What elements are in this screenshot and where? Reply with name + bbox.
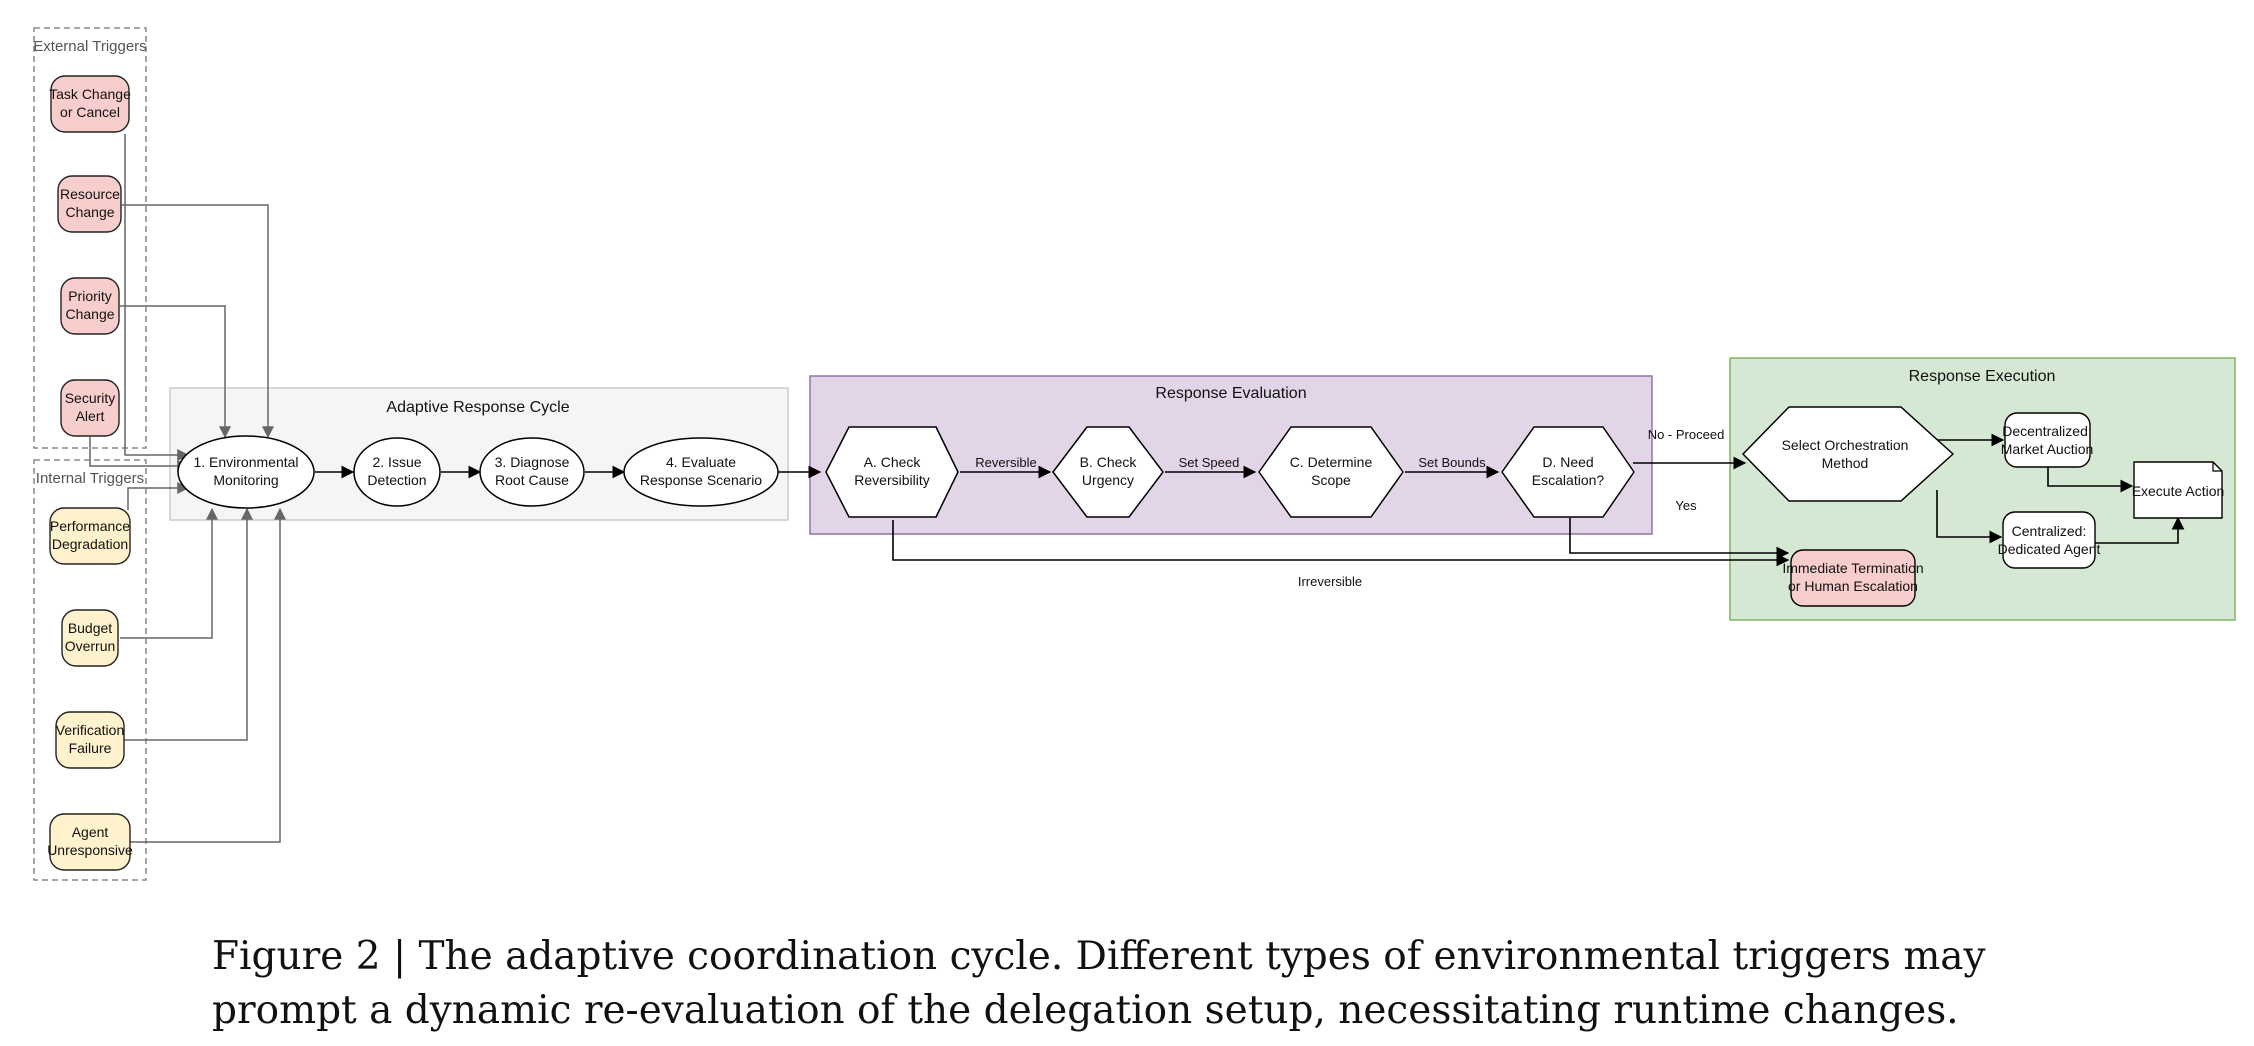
edge-label-irreversible: Irreversible <box>1298 574 1362 589</box>
step-4-line2: Response Scenario <box>640 472 762 488</box>
select-orchestration-line2: Method <box>1822 455 1869 471</box>
step-evaluate-response-scenario: 4. Evaluate Response Scenario <box>623 437 779 507</box>
verification-failure-line1: Verification <box>56 722 124 738</box>
centralized-line1: Centralized: <box>2012 523 2087 539</box>
execute-action-label: Execute Action <box>2132 483 2225 499</box>
step-1-line2: Monitoring <box>213 472 278 488</box>
budget-overrun-line1: Budget <box>68 620 112 636</box>
decentralized-market-auction: Decentralized: Market Auction <box>2001 412 2094 468</box>
agent-unresponsive-trigger: Agent Unresponsive <box>47 813 133 871</box>
priority-change-line1: Priority <box>68 288 112 304</box>
task-change-line2: or Cancel <box>60 104 120 120</box>
external-trigger-nodes: Task Change or Cancel Resource Change Pr… <box>49 75 131 437</box>
step-diagnose-root-cause: 3. Diagnose Root Cause <box>479 437 585 507</box>
budget-overrun-line2: Overrun <box>65 638 116 654</box>
need-escalation-line1: D. Need <box>1542 454 1593 470</box>
priority-change-line2: Change <box>65 306 114 322</box>
resource-change-line1: Resource <box>60 186 120 202</box>
execute-action-node: Execute Action <box>2132 461 2225 519</box>
decentralized-line2: Market Auction <box>2001 441 2094 457</box>
priority-change-trigger: Priority Change <box>60 277 120 335</box>
coordination-cycle-diagram: External Triggers Internal Triggers Adap… <box>33 27 2236 881</box>
check-reversibility-line2: Reversibility <box>854 472 929 488</box>
figure-caption: Figure 2 | The adaptive coordination cyc… <box>212 934 1986 1033</box>
connector-task-change <box>124 134 190 461</box>
step-2-line2: Detection <box>367 472 426 488</box>
verification-failure-line2: Failure <box>69 740 112 756</box>
connector-performance-degradation <box>127 482 190 510</box>
step-4-line1: 4. Evaluate <box>666 454 736 470</box>
need-escalation-decision: D. Need Escalation? <box>1501 426 1635 518</box>
termination-line1: Immediate Termination <box>1782 560 1923 576</box>
determine-scope-line1: C. Determine <box>1290 454 1373 470</box>
determine-scope-line2: Scope <box>1311 472 1351 488</box>
performance-degradation-trigger: Performance Degradation <box>49 507 131 565</box>
edge-centralized-execute <box>2091 516 2185 544</box>
external-triggers-label: External Triggers <box>33 38 146 55</box>
cycle-step-nodes: 1. Environmental Monitoring 2. Issue Det… <box>177 435 779 509</box>
immediate-termination-node: Immediate Termination or Human Escalatio… <box>1782 549 1924 607</box>
connector-priority-change <box>120 305 231 439</box>
decentralized-line1: Decentralized: <box>2002 423 2092 439</box>
connector-verification-failure <box>124 507 253 741</box>
check-urgency-decision: B. Check Urgency <box>1052 426 1164 518</box>
edge-decentralized-execute <box>2047 463 2134 493</box>
edge-label-no-proceed: No - Proceed <box>1648 427 1725 442</box>
verification-failure-trigger: Verification Failure <box>55 711 125 769</box>
select-orchestration-decision: Select Orchestration Method <box>1742 406 1954 502</box>
select-orchestration-line1: Select Orchestration <box>1782 437 1909 453</box>
execution-nodes: Select Orchestration Method Decentralize… <box>1742 406 2225 607</box>
task-change-line1: Task Change <box>49 86 131 102</box>
centralized-dedicated-agent: Centralized: Dedicated Agent <box>1998 511 2101 569</box>
task-change-trigger: Task Change or Cancel <box>49 75 131 133</box>
connector-security-alert <box>89 437 190 472</box>
response-evaluation-title: Response Evaluation <box>1155 385 1306 402</box>
step-1-line1: 1. Environmental <box>193 454 298 470</box>
internal-trigger-nodes: Performance Degradation Budget Overrun V… <box>47 507 133 871</box>
determine-scope-decision: C. Determine Scope <box>1258 426 1404 518</box>
need-escalation-line2: Escalation? <box>1532 472 1605 488</box>
evaluation-step-nodes: A. Check Reversibility B. Check Urgency … <box>825 426 1635 518</box>
check-reversibility-line1: A. Check <box>864 454 922 470</box>
step-issue-detection: 2. Issue Detection <box>353 437 441 507</box>
agent-unresponsive-line1: Agent <box>72 824 109 840</box>
security-alert-line2: Alert <box>76 408 105 424</box>
external-triggers-group <box>33 27 147 449</box>
step-environmental-monitoring: 1. Environmental Monitoring <box>177 435 315 509</box>
connector-agent-unresponsive <box>130 507 286 843</box>
centralized-line2: Dedicated Agent <box>1998 541 2101 557</box>
edge-label-yes: Yes <box>1675 498 1697 513</box>
edge-label-set-bounds: Set Bounds <box>1418 455 1486 470</box>
edge-label-set-speed: Set Speed <box>1179 455 1240 470</box>
step-3-line2: Root Cause <box>495 472 569 488</box>
response-execution-title: Response Execution <box>1909 368 2056 385</box>
termination-line2: or Human Escalation <box>1788 578 1918 594</box>
check-reversibility-decision: A. Check Reversibility <box>825 426 959 518</box>
edge-yes <box>1569 518 1790 560</box>
edge-label-reversible: Reversible <box>975 455 1036 470</box>
adaptive-response-cycle-title: Adaptive Response Cycle <box>386 399 569 416</box>
edge-to-centralized <box>1936 490 2003 544</box>
connector-resource-change <box>122 204 274 439</box>
agent-unresponsive-line2: Unresponsive <box>47 842 133 858</box>
check-urgency-line1: B. Check <box>1080 454 1138 470</box>
check-urgency-line2: Urgency <box>1082 472 1134 488</box>
step-2-line1: 2. Issue <box>372 454 421 470</box>
security-alert-trigger: Security Alert <box>60 379 120 437</box>
resource-change-trigger: Resource Change <box>57 175 122 233</box>
flow-edges <box>315 433 2185 567</box>
connector-budget-overrun <box>120 507 218 639</box>
edge-irreversible <box>892 520 1790 567</box>
budget-overrun-trigger: Budget Overrun <box>61 609 119 667</box>
step-3-line1: 3. Diagnose <box>495 454 570 470</box>
trigger-connectors <box>89 134 286 843</box>
performance-degradation-line1: Performance <box>50 518 130 534</box>
internal-triggers-label: Internal Triggers <box>36 470 144 487</box>
resource-change-line2: Change <box>65 204 114 220</box>
performance-degradation-line2: Degradation <box>52 536 128 552</box>
security-alert-line1: Security <box>65 390 116 406</box>
